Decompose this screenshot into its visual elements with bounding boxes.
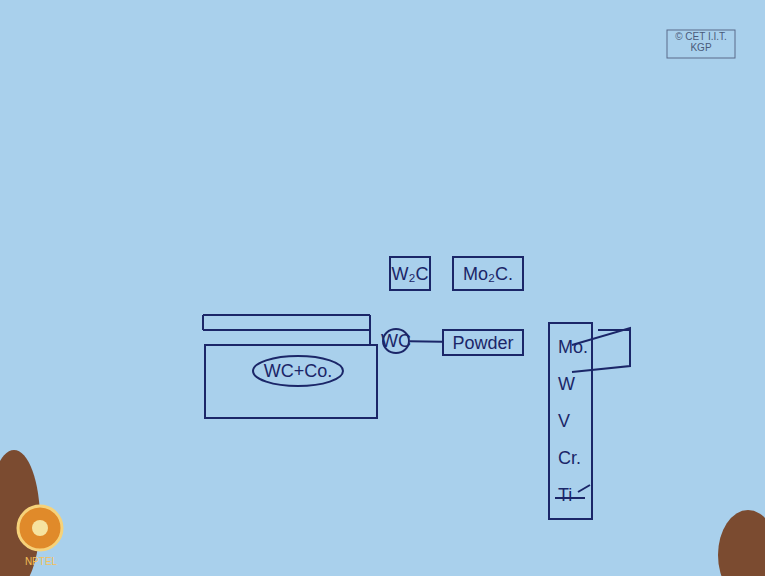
- process-box: Powder: [442, 329, 524, 356]
- node-text: WC+Co.: [264, 362, 333, 380]
- node-text: V: [558, 412, 570, 430]
- node-text: Powder: [452, 334, 513, 352]
- node-text: W₂C: [392, 265, 429, 283]
- watermark-frame: [667, 30, 735, 58]
- node-text: W: [558, 375, 575, 393]
- process-box: Mo₂C.: [452, 256, 524, 291]
- connector-line: [410, 340, 442, 343]
- ellipse-node: WC+Co.: [252, 355, 344, 387]
- logo-text: NPTEL: [10, 556, 72, 567]
- layer-band: [203, 315, 370, 345]
- node-text: Cr.: [558, 449, 581, 467]
- process-box: W₂C: [389, 256, 431, 291]
- ellipse-outline: [253, 356, 343, 386]
- substrate-box: [205, 345, 377, 418]
- nptel-logo: [18, 506, 62, 550]
- nptel-logo: [32, 520, 48, 536]
- element-list-box: Mo. W V Cr. Ti: [548, 322, 593, 520]
- hand: [718, 510, 765, 576]
- watermark: © CET I.I.T. KGP: [667, 31, 735, 53]
- node-text: Mo.: [558, 338, 588, 356]
- node-text: Ti: [558, 486, 572, 504]
- node-text: Mo₂C.: [463, 265, 513, 283]
- ellipse-node: WC: [382, 328, 410, 354]
- node-text: WC: [381, 332, 411, 350]
